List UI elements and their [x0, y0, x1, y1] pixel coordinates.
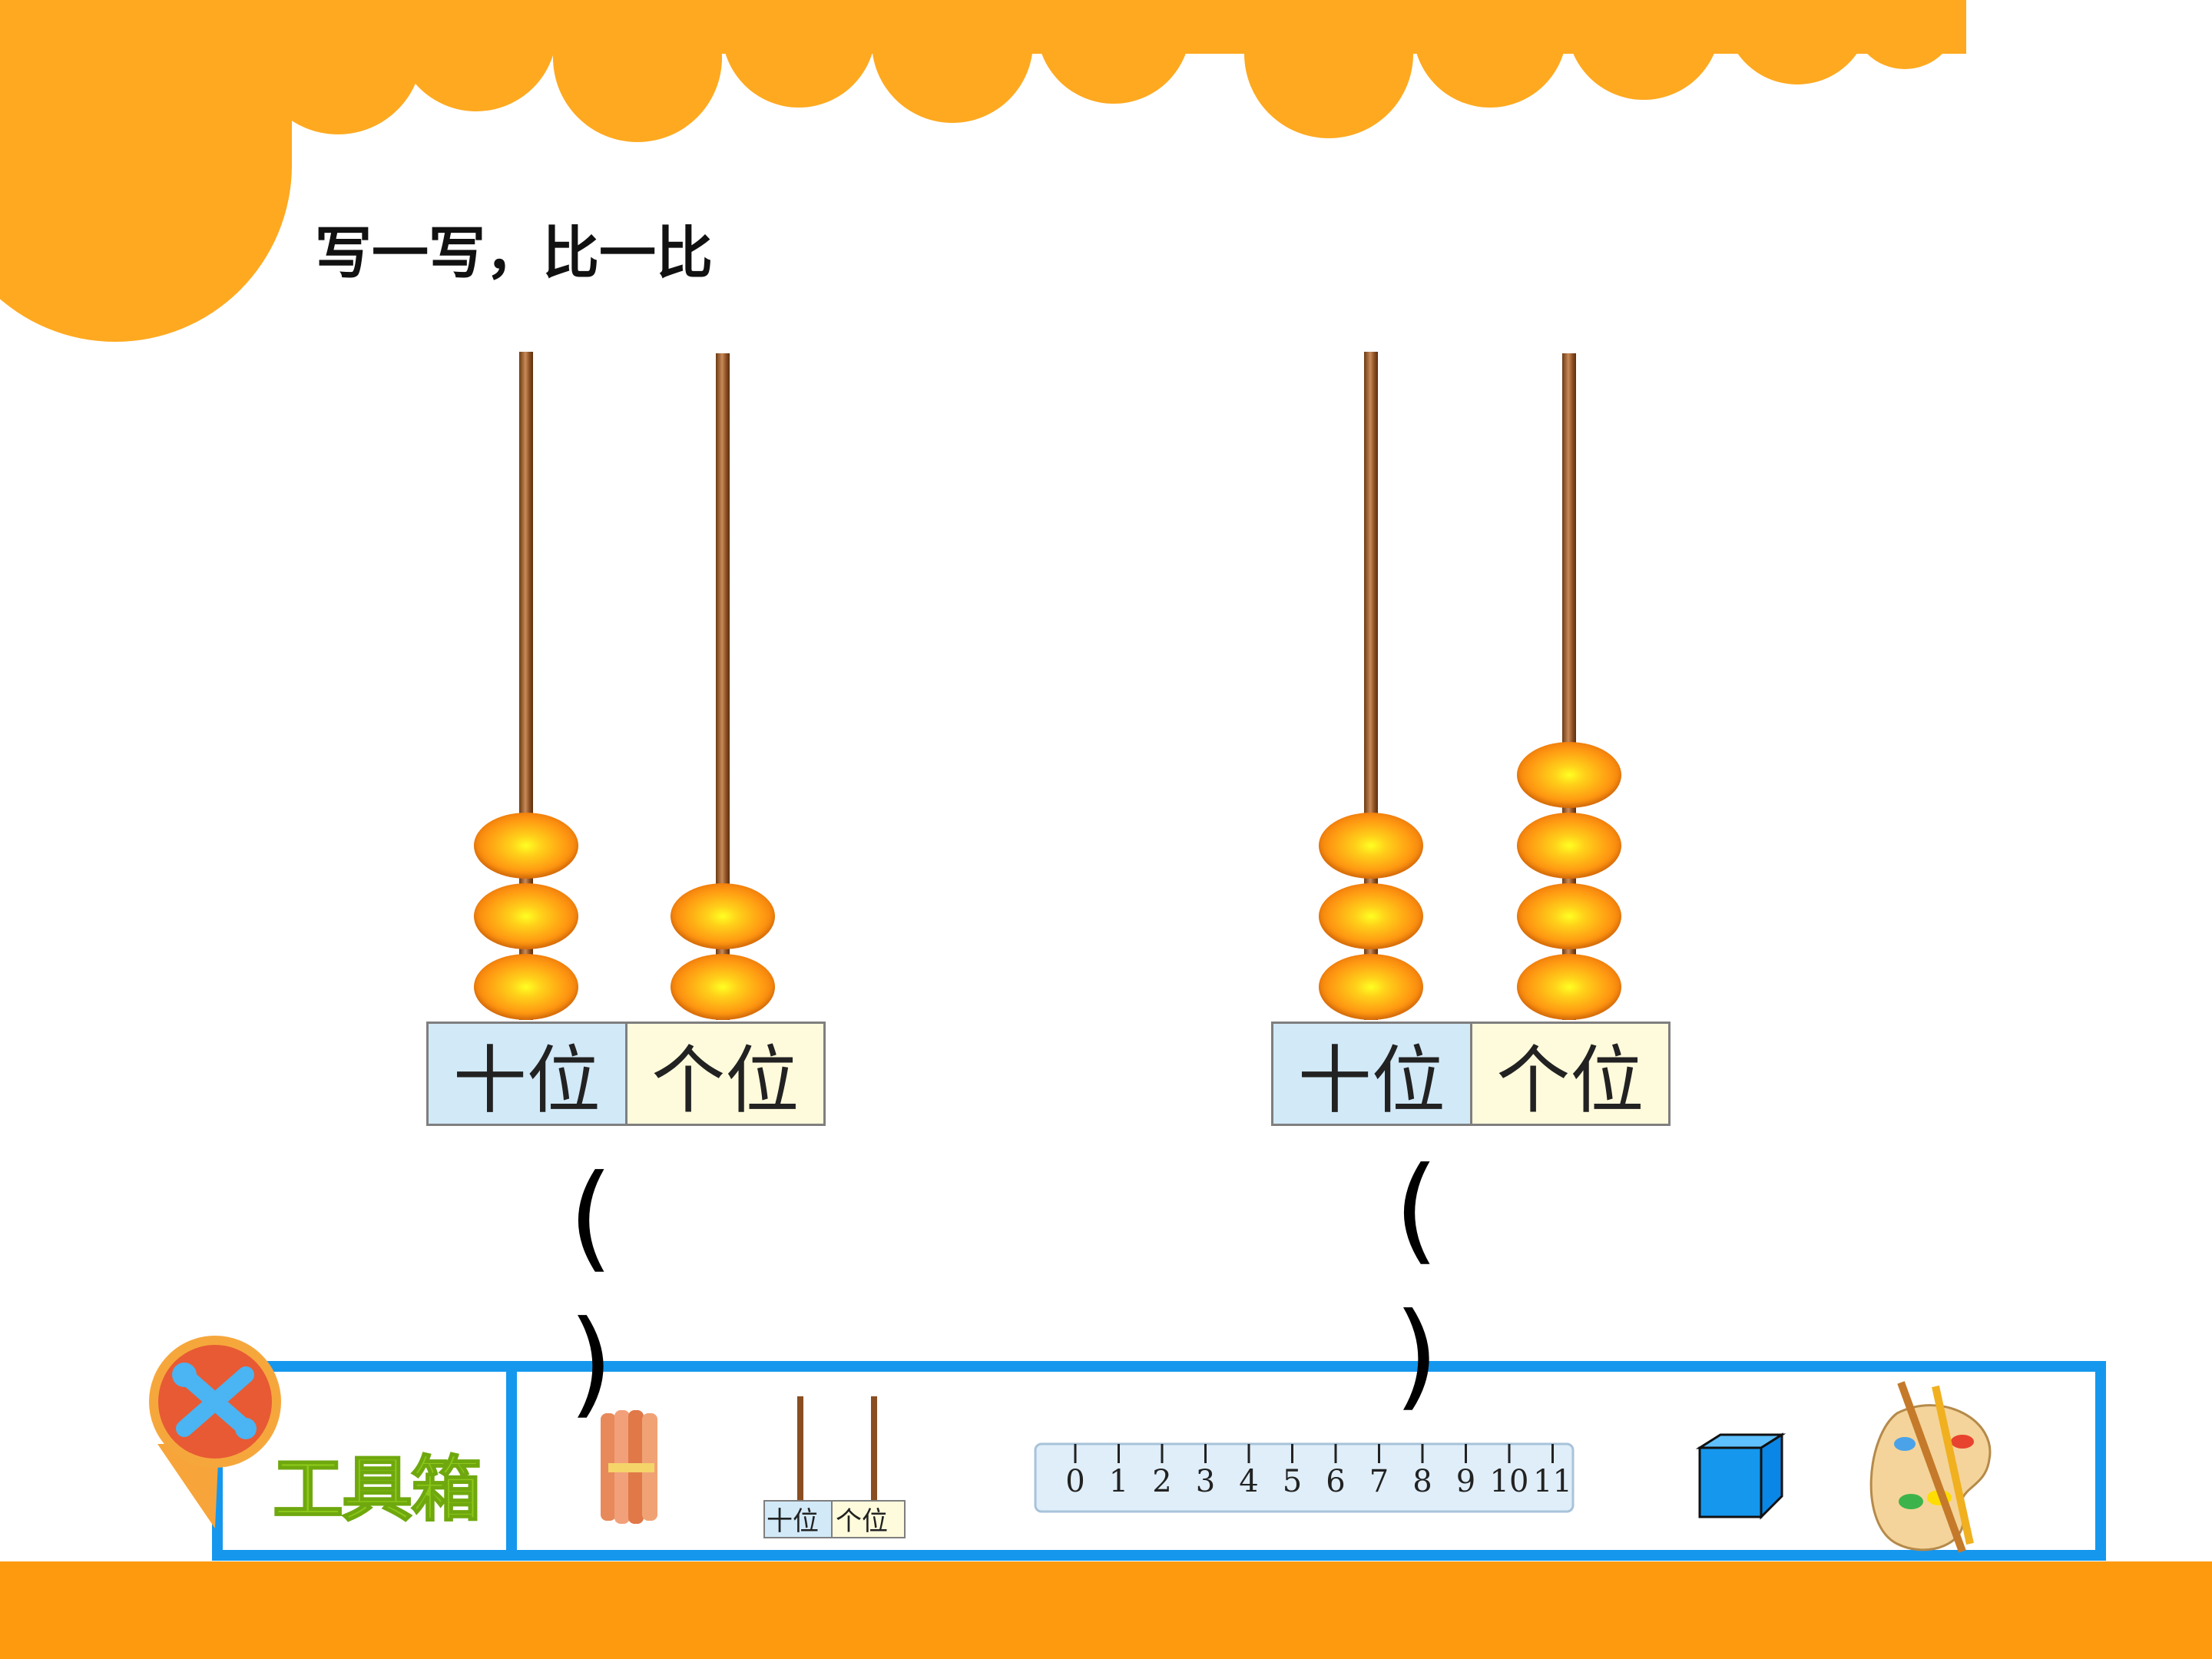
mini-abacus-ones-label: 个位: [836, 1506, 888, 1537]
abacus-left-tens-label: 十位: [429, 1024, 628, 1124]
abacus-right-tens-label: 十位: [1273, 1024, 1472, 1124]
abacus-right-tens-bead: [1319, 883, 1423, 949]
abacus-right-ones-bead: [1517, 813, 1621, 879]
ruler-number: 5: [1283, 1464, 1302, 1499]
abacus-right-answer-open: (: [1394, 1143, 1439, 1277]
abacus-right-place-box: 十位 个位: [1271, 1022, 1671, 1126]
abacus-left-ones-rod: [716, 353, 730, 1020]
ruler-number: 1: [1109, 1464, 1128, 1499]
abacus-right-tens-bead: [1319, 954, 1423, 1020]
tools-pin-icon[interactable]: [149, 1336, 281, 1528]
abacus-left-place-box: 十位 个位: [426, 1022, 826, 1126]
ruler-number: 10: [1490, 1464, 1529, 1499]
abacus-left-tens-bead: [474, 883, 578, 949]
abacus-left-answer-close: ): [568, 1296, 614, 1430]
abacus-left-tens-bead: [474, 813, 578, 879]
toolbox-label[interactable]: 工具箱: [272, 1448, 482, 1532]
ruler-number: 7: [1369, 1464, 1389, 1499]
cube-icon[interactable]: [1695, 1432, 1786, 1520]
ruler-number: 4: [1239, 1464, 1258, 1499]
ruler-number: 8: [1412, 1464, 1432, 1499]
abacus-left-ones-bead: [671, 883, 775, 949]
abacus-right-tens-bead: [1319, 813, 1423, 879]
palette-icon[interactable]: [1869, 1381, 1992, 1553]
cloud-banner: [0, 0, 1966, 342]
ruler-number: 2: [1152, 1464, 1171, 1499]
abacus-left-ones-bead: [671, 954, 775, 1020]
abacus-right-ones-label: 个位: [1472, 1024, 1668, 1124]
footer-bar: [0, 1561, 2212, 1659]
abacus-left-ones-label: 个位: [627, 1024, 823, 1124]
abacus-left-tens-bead: [474, 954, 578, 1020]
abacus-right-ones-bead: [1517, 742, 1621, 808]
ruler-number: 11: [1533, 1464, 1572, 1499]
abacus-right-answer-close: ): [1394, 1289, 1439, 1422]
ruler-number: 0: [1065, 1464, 1084, 1499]
mini-abacus-icon[interactable]: 十位 个位: [763, 1396, 906, 1538]
ruler-number: 3: [1196, 1464, 1215, 1499]
instruction-title: 写一写，比一比: [315, 220, 713, 286]
abacus-right-ones-bead: [1517, 883, 1621, 949]
mini-abacus-tens-label: 十位: [767, 1506, 819, 1537]
ruler-number: 9: [1456, 1464, 1475, 1499]
abacus-left-answer-open: (: [568, 1151, 614, 1284]
sticks-bundle-icon[interactable]: [601, 1410, 657, 1524]
ruler-number: 6: [1326, 1464, 1345, 1499]
abacus-right-ones-bead: [1517, 954, 1621, 1020]
